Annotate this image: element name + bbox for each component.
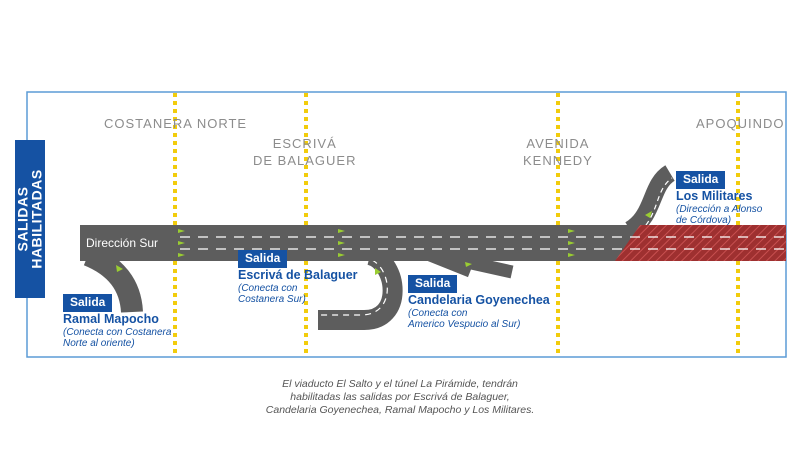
direction-arrow-icon <box>568 229 575 233</box>
exit-name: Escrivá de Balaguer <box>238 268 358 282</box>
exit-los-militares: Salida Los Militares (Dirección a Alonso… <box>676 170 762 226</box>
direction-arrow-icon <box>568 241 575 245</box>
exit-note-line1: (Dirección a Alonso <box>676 204 763 215</box>
exit-note-line1: (Conecta con Costanera <box>63 327 172 338</box>
direction-arrow-icon <box>178 229 185 233</box>
exit-name: Los Militares <box>676 189 753 203</box>
exit-note-line2: Costanera Sur) <box>238 294 306 305</box>
direction-arrow-icon <box>338 229 345 233</box>
caption-line1: El viaducto El Salto y el túnel La Pirám… <box>282 378 518 390</box>
street-lines <box>173 93 740 356</box>
caption-line3: Candelaria Goyenechea, Ramal Mapocho y L… <box>265 404 535 416</box>
street-apoquindo-line1: APOQUINDO <box>696 116 785 131</box>
side-banner-line2: HABILITADAS <box>29 169 45 269</box>
arrow-group-2 <box>338 229 345 257</box>
caption-line2: habilitadas las salidas por Escrivá de B… <box>290 391 510 403</box>
street-escriva-line2: DE BALAGUER <box>253 153 357 168</box>
exit-name: Ramal Mapocho <box>63 312 159 326</box>
exit-note-line2: de Córdova) <box>676 215 732 226</box>
arrow-group-3 <box>568 229 575 257</box>
closed-section <box>615 225 786 261</box>
exit-candelaria: Salida Candelaria Goyenechea (Conecta co… <box>408 274 550 330</box>
direction-arrow-icon <box>338 253 345 257</box>
arrow-group-1 <box>178 229 185 257</box>
direction-arrows <box>116 211 652 275</box>
exit-note-line1: (Conecta con <box>238 283 298 294</box>
street-escriva-line1: ESCRIVÁ <box>272 136 337 151</box>
street-label-kennedy: AVENIDA KENNEDY <box>523 135 593 169</box>
direction-arrow-icon <box>116 265 123 272</box>
street-costanera-line1: COSTANERA NORTE <box>104 116 248 131</box>
direction-label: Dirección Sur <box>86 236 159 250</box>
direction-arrow-icon <box>375 268 381 275</box>
ramp-los-militares <box>624 165 676 238</box>
direction-arrow-icon <box>178 253 185 257</box>
side-banner: SALIDAS HABILITADAS <box>15 140 45 298</box>
exit-tag: Salida <box>408 275 458 293</box>
exit-name: Candelaria Goyenechea <box>408 293 550 307</box>
direction-arrow-icon <box>178 241 185 245</box>
exit-tag: Salida <box>238 250 288 268</box>
exit-tag: Salida <box>676 171 726 189</box>
street-label-costanera: COSTANERA NORTE <box>104 115 247 132</box>
ramp-los-militares-markings <box>639 177 673 233</box>
direction-arrow-icon <box>338 241 345 245</box>
direction-arrow-icon <box>465 262 472 267</box>
street-label-apoquindo: APOQUINDO <box>696 115 784 132</box>
street-label-escriva: ESCRIVÁ DE BALAGUER <box>253 135 356 169</box>
direction-arrow-icon <box>645 211 652 218</box>
exit-tag: Salida <box>63 294 113 312</box>
exit-note-line1: (Conecta con <box>408 308 468 319</box>
exit-escriva: Salida Escrivá de Balaguer (Conecta con … <box>238 249 358 305</box>
street-kennedy-line1: AVENIDA <box>526 136 590 151</box>
exit-note-line2: Norte al oriente) <box>63 338 135 349</box>
street-kennedy-line2: KENNEDY <box>523 153 593 168</box>
exit-ramal-mapocho: Salida Ramal Mapocho (Conecta con Costan… <box>63 293 171 349</box>
exit-note-line2: Americo Vespucio al Sur) <box>408 319 521 330</box>
caption: El viaducto El Salto y el túnel La Pirám… <box>0 378 800 417</box>
direction-arrow-icon <box>568 253 575 257</box>
lane-markings <box>180 236 786 250</box>
